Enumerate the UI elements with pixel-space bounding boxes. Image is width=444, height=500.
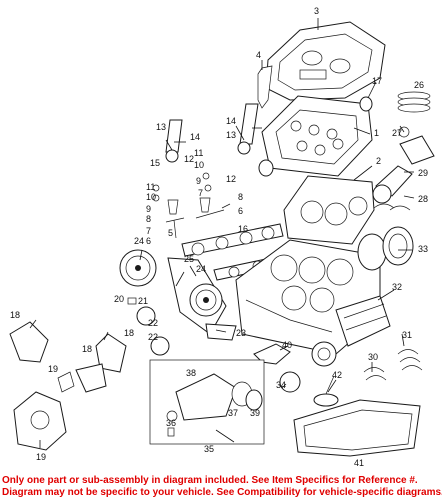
timing-cover-19 (13, 371, 75, 451)
leader-lines (29, 18, 415, 448)
camshaft-left (165, 119, 183, 163)
callout-14-right: 14 (226, 116, 236, 126)
callout-34: 34 (276, 380, 286, 390)
callout-14-left: 14 (190, 132, 200, 142)
callout-13-right: 13 (226, 130, 236, 140)
disclaimer-footer: Only one part or sub-assembly in diagram… (0, 474, 444, 500)
timing-pulley-upper (119, 249, 157, 287)
piston-27 (398, 126, 435, 165)
callout-8-left: 8 (146, 214, 151, 224)
callout-40: 40 (282, 340, 292, 350)
callout-30: 30 (368, 352, 378, 362)
seal-17 (359, 96, 373, 112)
callout-24-lower: 24 (196, 264, 206, 274)
valve-train-right (195, 172, 231, 219)
callout-9-right: 9 (196, 176, 201, 186)
callout-labels: 3 4 17 26 1 27 2 29 28 13 14 14 13 12 15… (10, 6, 428, 468)
oil-pan (293, 399, 421, 457)
callout-16: 16 (238, 224, 248, 234)
callout-12-left: 12 (184, 154, 194, 164)
callout-18-lower: 18 (82, 344, 92, 354)
callout-42: 42 (332, 370, 342, 380)
callout-19-mid: 19 (48, 364, 58, 374)
disclaimer-line-2: Diagram may not be specific to your vehi… (2, 487, 442, 498)
connecting-rod-29 (372, 165, 413, 204)
callout-7-left: 7 (146, 226, 151, 236)
callout-33: 33 (418, 244, 428, 254)
callout-8-right: 8 (238, 192, 243, 202)
callout-6-right: 6 (238, 206, 243, 216)
cylinder-head (261, 95, 373, 177)
callout-1: 1 (374, 128, 379, 138)
callout-37: 37 (228, 408, 238, 418)
crankshaft (311, 295, 391, 367)
callout-11-right: 11 (194, 148, 203, 158)
timing-pulley-lower (189, 283, 223, 317)
callout-39: 39 (250, 408, 260, 418)
callout-4: 4 (256, 50, 261, 60)
bearing-28 (373, 203, 411, 211)
timing-cover-18 (9, 321, 127, 393)
callout-10-right: 10 (194, 160, 204, 170)
oil-strainer (313, 375, 339, 407)
callout-19-bottom: 19 (36, 452, 46, 462)
callout-3: 3 (314, 6, 319, 16)
callout-35: 35 (204, 444, 214, 454)
valve-train-left (152, 184, 185, 239)
callout-26: 26 (414, 80, 424, 90)
callout-28: 28 (418, 194, 428, 204)
tensioner-pulley (136, 306, 156, 326)
gear-34 (279, 371, 301, 393)
callout-25: 25 (184, 254, 194, 264)
callout-11-left: 11 (146, 182, 155, 192)
disclaimer-line-1: Only one part or sub-assembly in diagram… (2, 475, 418, 486)
callout-15: 15 (150, 158, 160, 168)
head-gasket (283, 175, 375, 245)
callout-29: 29 (418, 168, 428, 178)
callout-10-left: 10 (146, 192, 156, 202)
bracket-23 (205, 323, 237, 341)
valve-cover (265, 21, 386, 101)
callout-2: 2 (376, 156, 381, 166)
callout-38: 38 (186, 368, 196, 378)
callout-17: 17 (372, 76, 382, 86)
callout-18-top: 18 (10, 310, 20, 320)
callout-9-left: 9 (146, 204, 151, 214)
callout-21: 21 (138, 296, 148, 306)
callout-32: 32 (392, 282, 402, 292)
callout-23: 23 (236, 328, 246, 338)
camshaft-16 (181, 223, 284, 257)
piston-rings-26 (397, 91, 431, 113)
oil-pump-group (149, 359, 265, 445)
callout-18-mid: 18 (124, 328, 134, 338)
callout-41: 41 (354, 458, 364, 468)
callout-22-lower: 22 (148, 332, 158, 342)
callout-31: 31 (402, 330, 412, 340)
idler-pulley (150, 336, 170, 356)
callout-24-upper: 24 (134, 236, 144, 246)
main-bearings (363, 349, 423, 381)
callout-36: 36 (166, 418, 176, 428)
callout-12-right: 12 (226, 174, 236, 184)
callout-5: 5 (168, 228, 173, 238)
callout-6-left: 6 (146, 236, 151, 246)
bolt-21 (127, 297, 137, 305)
engine-exploded-diagram: 3 4 17 26 1 27 2 29 28 13 14 14 13 12 15… (9, 6, 435, 468)
callout-27: 27 (392, 128, 402, 138)
rear-main-seal (357, 226, 414, 271)
camshaft-right (237, 103, 259, 155)
seal-12 (258, 159, 274, 177)
callout-13-left: 13 (156, 122, 166, 132)
callout-22-upper: 22 (148, 318, 158, 328)
callout-7-right: 7 (198, 188, 203, 198)
callout-20: 20 (114, 294, 124, 304)
